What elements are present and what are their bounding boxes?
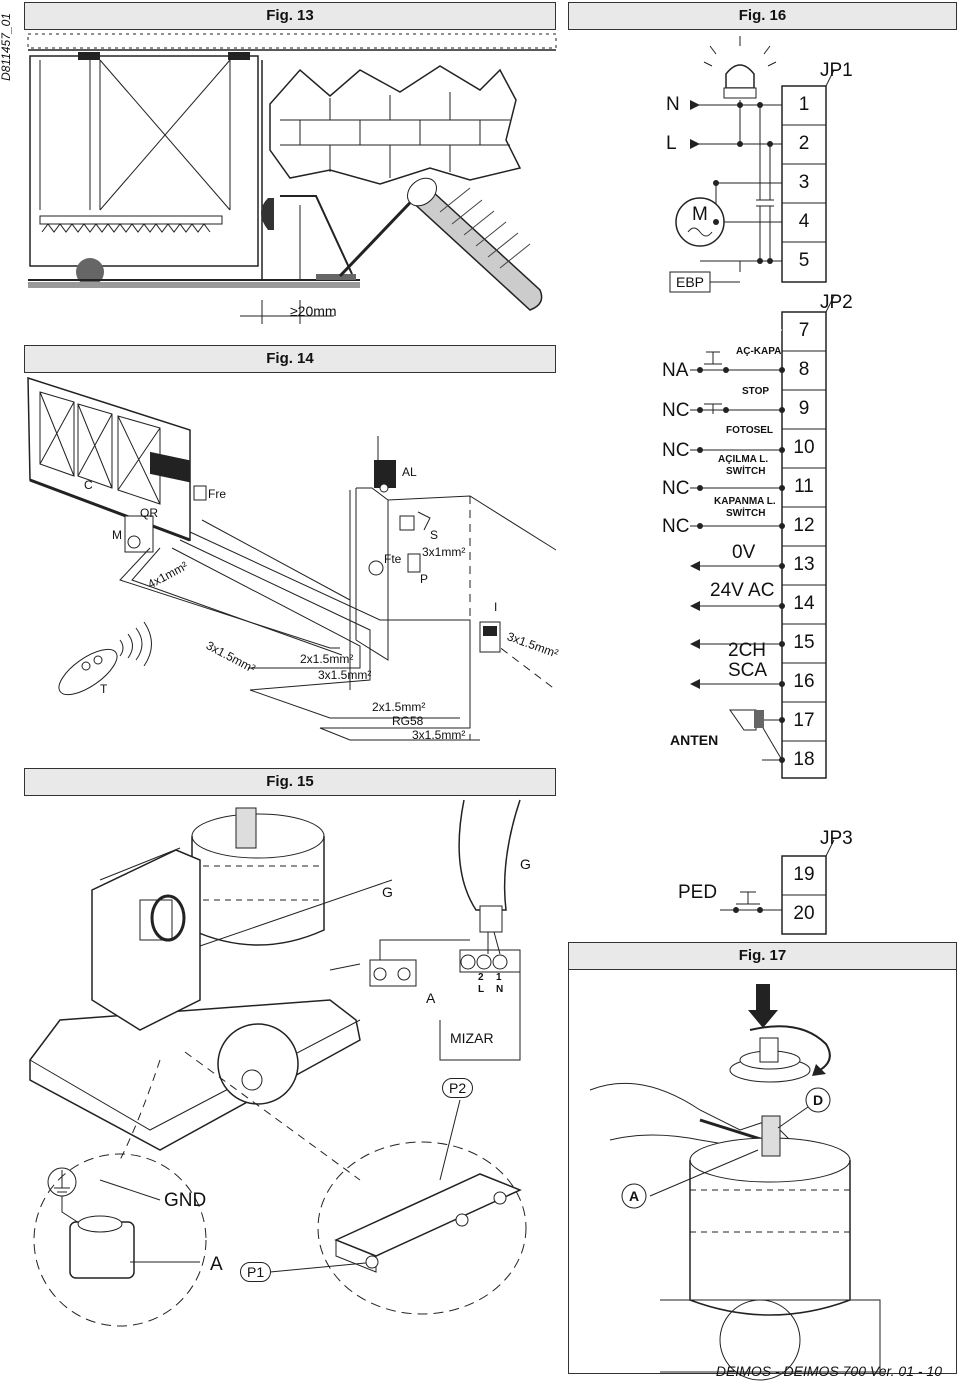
fig16-label-NC3: NC: [662, 478, 690, 499]
fig17-label-A: A: [629, 1188, 640, 1204]
terminal-7: 7: [798, 320, 810, 341]
terminal-14: 14: [793, 593, 815, 614]
fig16-label-2ch: 2CH: [728, 640, 767, 661]
fig14-label-C: C: [84, 478, 93, 492]
terminal-15: 15: [793, 632, 815, 653]
terminal-18: 18: [793, 749, 815, 770]
terminal-19: 19: [793, 864, 815, 885]
fig16-label-M: M: [692, 204, 708, 225]
fig14-label-AL: AL: [402, 465, 417, 479]
fig14-label-Fre: Fre: [208, 487, 226, 501]
fig17-panel: [568, 942, 957, 1374]
fig14-label-I: I: [494, 600, 498, 614]
terminal-3: 3: [798, 172, 810, 193]
fig16-label-NA: NA: [662, 360, 689, 381]
terminal-2: 2: [798, 133, 810, 154]
fig16-label-N: N: [666, 94, 680, 115]
fig15-label-one: 1: [496, 972, 502, 983]
fig15-label-two: 2: [478, 972, 484, 983]
fig14-label-S: S: [430, 528, 439, 542]
terminal-17: 17: [793, 710, 815, 731]
terminal-13: 13: [793, 554, 815, 575]
fig15-label-G1: G: [382, 884, 393, 900]
terminal-4: 4: [798, 211, 810, 232]
fig16-label-anten: ANTEN: [670, 732, 719, 748]
fig16-label-acilma1: AÇILMA L.: [718, 454, 769, 465]
fig14-label-Fte: Fte: [384, 552, 402, 566]
fig14-cable-4x1: 4x1mm²: [145, 558, 191, 592]
fig16-jp3: JP3: [820, 828, 853, 849]
fig14-label-QR: QR: [140, 506, 158, 520]
fig16-label-0v: 0V: [732, 542, 756, 563]
terminal-1: 1: [798, 94, 810, 115]
terminal-11: 11: [794, 476, 814, 497]
fig16-label-stop: STOP: [742, 386, 770, 397]
fig16-label-kapanma1: KAPANMA L.: [714, 496, 776, 507]
fig14-cable-3x15-c: 3x1.5mm²: [505, 629, 561, 661]
fig16-label-fotosel: FOTOSEL: [726, 425, 774, 436]
fig15-label-A2: A: [210, 1254, 223, 1275]
fig15-label-mizar: MIZAR: [450, 1030, 494, 1046]
terminal-12: 12: [793, 515, 815, 536]
fig15-label-G2: G: [520, 856, 531, 872]
terminal-5: 5: [798, 250, 810, 271]
fig17-label-D: D: [813, 1092, 824, 1108]
fig14-label-RG58: RG58: [392, 714, 424, 728]
fig13-title: Fig. 13: [24, 2, 556, 30]
fig15-label-P1: P1: [240, 1262, 272, 1282]
fig14-cable-3x15-b: 3x1.5mm²: [318, 668, 372, 682]
fig15-label-N: N: [496, 984, 504, 995]
fig14-cable-2x15-a: 2x1.5mm²: [300, 652, 354, 666]
terminal-16: 16: [793, 671, 815, 692]
fig16-label-NC2: NC: [662, 440, 690, 461]
fig15-title: Fig. 15: [24, 768, 556, 796]
fig16-jp2: JP2: [820, 292, 853, 313]
fig14-cable-2x15-b: 2x1.5mm²: [372, 700, 426, 714]
fig16-label-ac-kapa: AÇ-KAPA: [736, 346, 782, 357]
fig14-title: Fig. 14: [24, 345, 556, 373]
fig16-label-NC1: NC: [662, 400, 690, 421]
fig14-cable-3x1: 3x1mm²: [422, 545, 466, 559]
fig16-label-L: L: [666, 133, 677, 154]
fig16-label-kapanma2: SWİTCH: [726, 508, 766, 519]
fig16-title: Fig. 16: [568, 2, 957, 30]
fig16-label-ped: PED: [678, 882, 718, 903]
fig16-label-NC4: NC: [662, 516, 690, 537]
fig16-label-sca: SCA: [728, 660, 768, 681]
page-footer: DEIMOS - DEIMOS 700 Ver. 01 - 10: [715, 1363, 942, 1379]
fig15-label-gnd: GND: [164, 1190, 207, 1211]
terminal-20: 20: [793, 903, 815, 924]
document-id: D811457_01: [0, 13, 13, 81]
terminal-9: 9: [798, 398, 810, 419]
fig16-label-EBP: EBP: [676, 274, 705, 290]
fig15-label-L: L: [478, 984, 485, 995]
terminal-8: 8: [798, 359, 810, 380]
fig16-label-24vac: 24V AC: [710, 580, 775, 601]
fig14-label-P: P: [420, 572, 429, 586]
fig14-label-T: T: [100, 682, 108, 696]
fig16-jp1: JP1: [820, 60, 853, 81]
fig15-label-P2: P2: [442, 1078, 474, 1098]
fig13-gap-label: ≥20mm: [290, 303, 337, 319]
fig16-label-acilma2: SWİTCH: [726, 466, 766, 477]
fig17-title: Fig. 17: [568, 942, 957, 970]
fig14-cable-3x15-a: 3x1.5mm²: [203, 638, 258, 676]
fig14-label-M: M: [112, 528, 122, 542]
fig15-label-A1: A: [426, 990, 436, 1006]
fig14-cable-3x15-d: 3x1.5mm²: [412, 728, 466, 742]
terminal-10: 10: [793, 437, 815, 458]
